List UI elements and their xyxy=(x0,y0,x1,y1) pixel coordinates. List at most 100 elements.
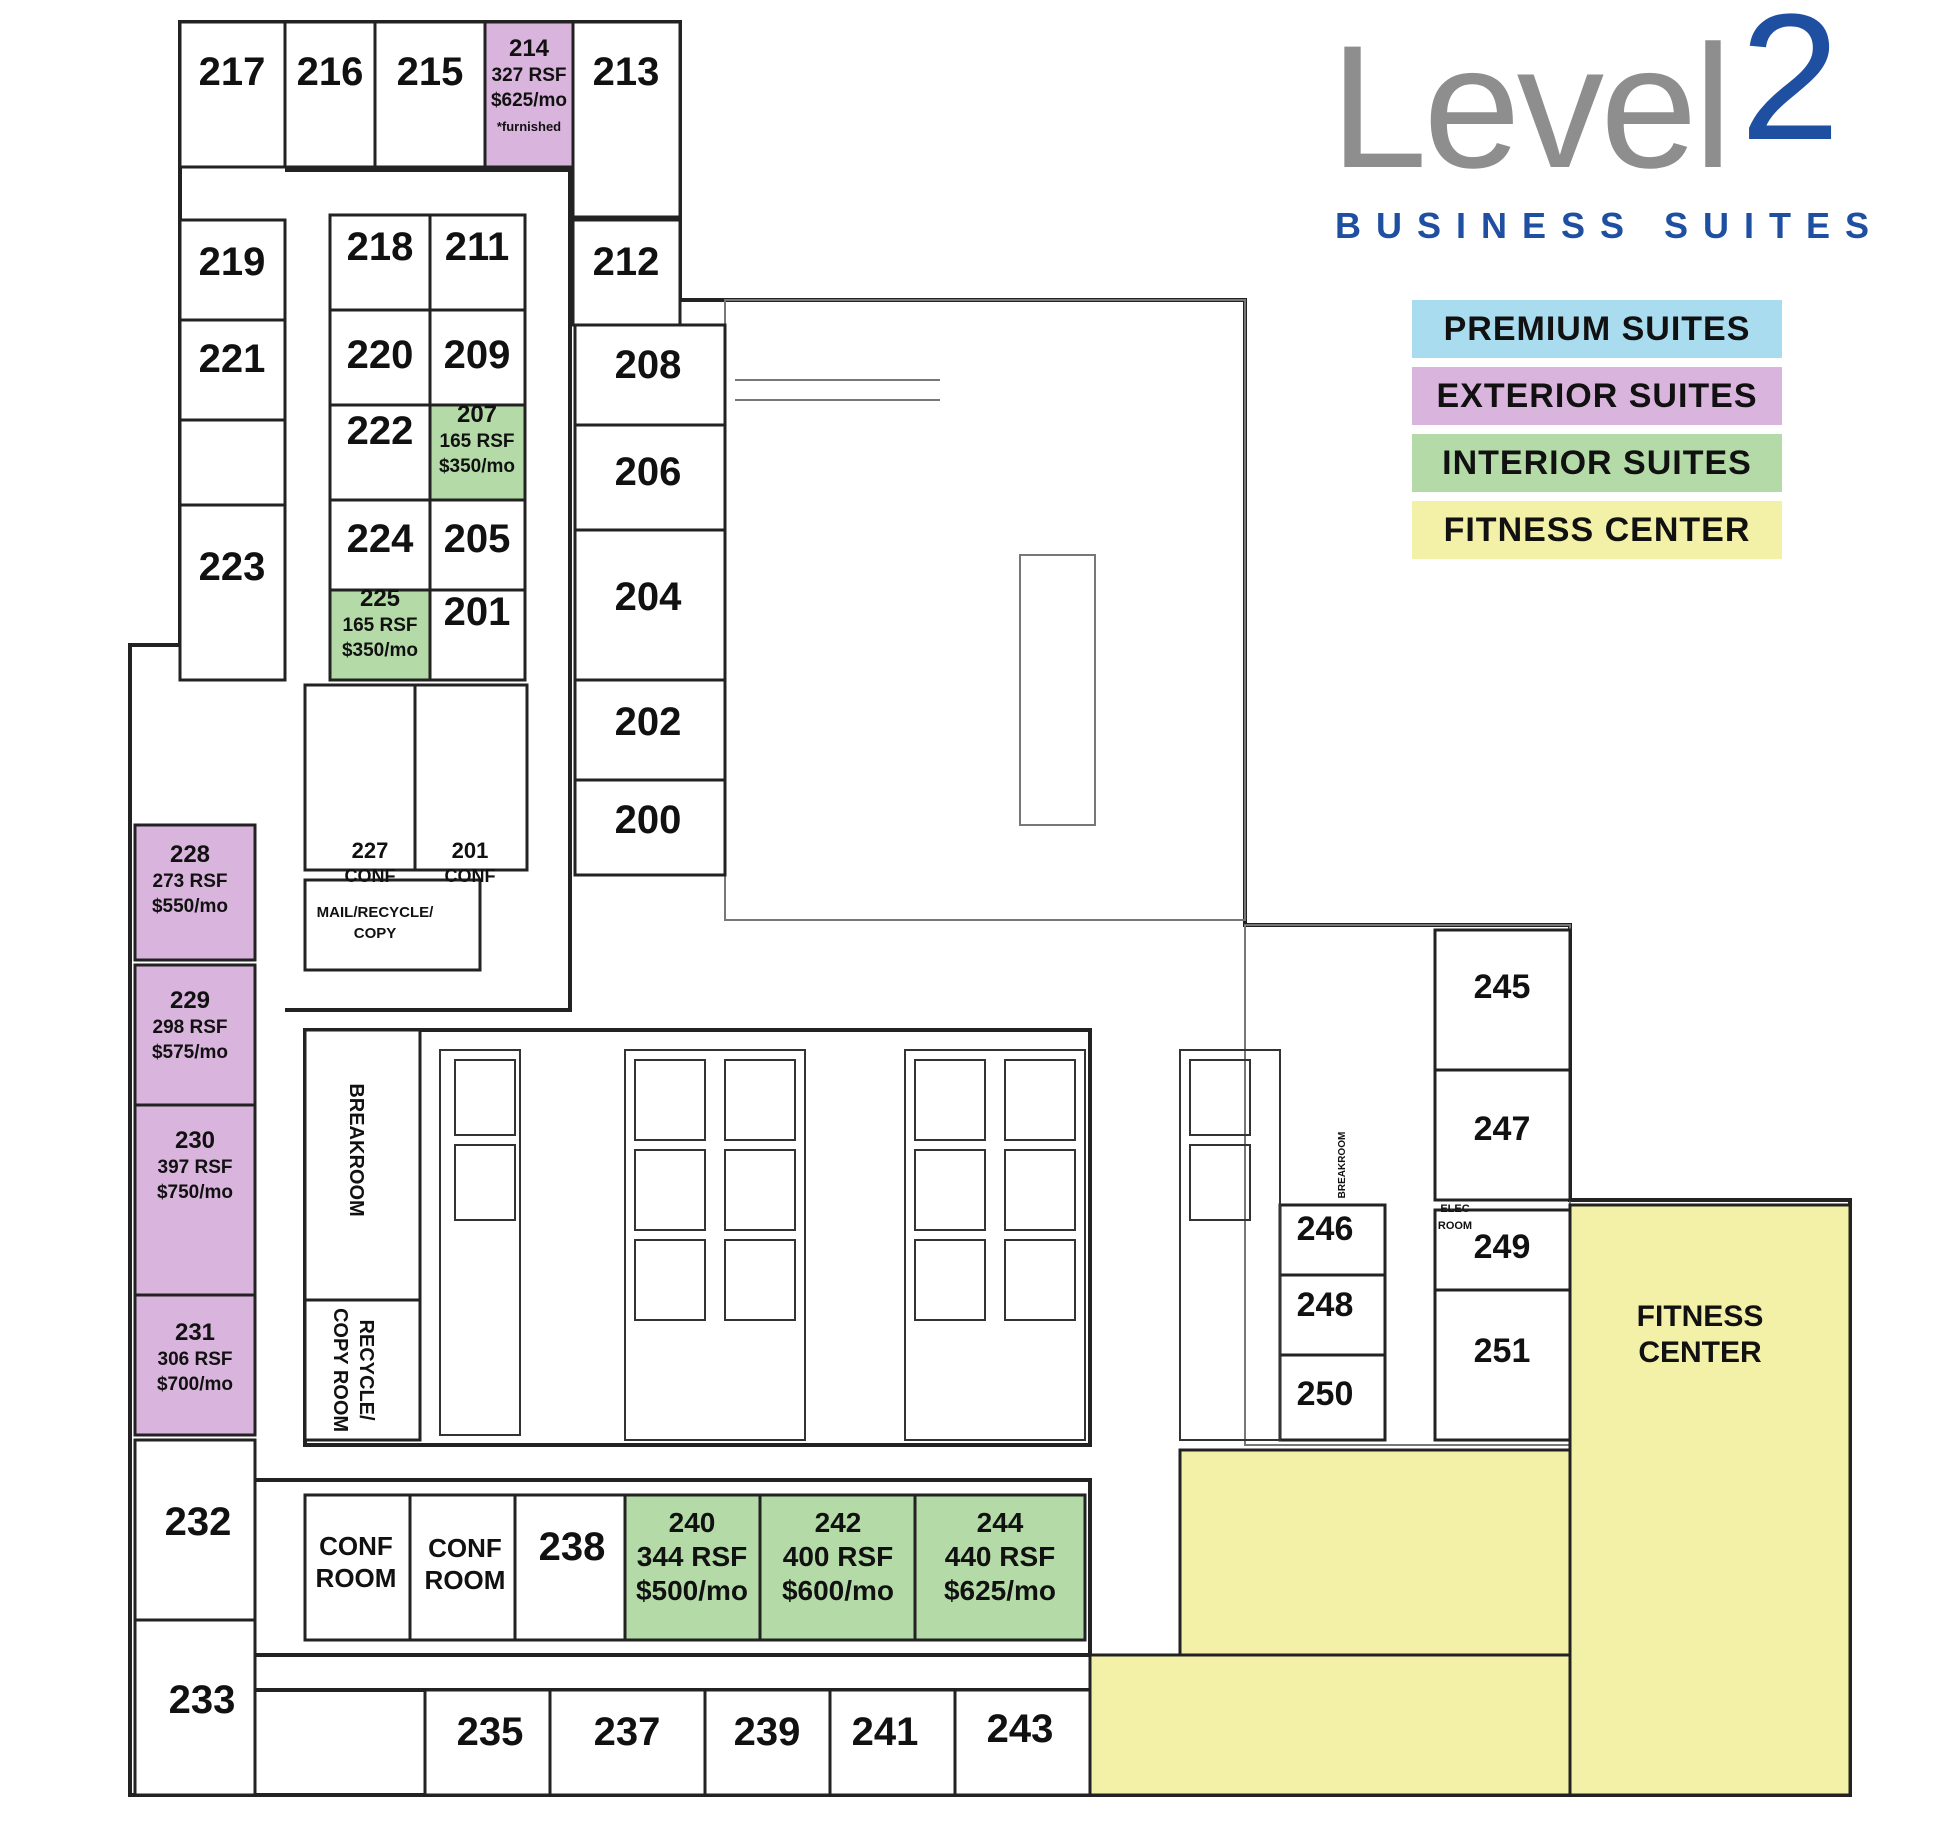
legend-fitness-center: FITNESS CENTER xyxy=(1412,501,1782,559)
room-201a-shape xyxy=(428,588,527,682)
room-235: 235 xyxy=(457,1710,524,1754)
logo-level-text: Level xyxy=(1330,10,1732,205)
room-220: 220 xyxy=(347,333,414,377)
room-228-shape xyxy=(133,823,257,962)
room-202: 202 xyxy=(615,700,682,744)
room-label: 222 xyxy=(347,409,414,453)
room-detail: 344 RSF xyxy=(637,1541,748,1572)
room-249-shape xyxy=(1433,1208,1572,1292)
room-250-shape xyxy=(1278,1353,1387,1442)
room-label: 233 xyxy=(169,1678,236,1722)
room-detail: $600/mo xyxy=(782,1575,894,1606)
room-label: 206 xyxy=(615,450,682,494)
room-227-shape xyxy=(303,683,417,872)
room-label: 202 xyxy=(615,700,682,744)
room-231-shape xyxy=(133,1293,257,1437)
room-245: 245 xyxy=(1474,968,1531,1006)
room-237-shape xyxy=(548,1688,707,1797)
room-237: 237 xyxy=(594,1710,661,1754)
room-label: 219 xyxy=(199,240,266,284)
room-label: 216 xyxy=(297,50,364,94)
room-breakroom: BREAKROOM xyxy=(345,1083,367,1216)
room-label: 227 xyxy=(352,838,389,863)
room-label: 244 xyxy=(977,1507,1024,1538)
room-detail: $575/mo xyxy=(152,1042,228,1063)
room-200: 200 xyxy=(615,798,682,842)
room-label: 231 xyxy=(175,1319,215,1346)
room-217: 217 xyxy=(199,50,266,94)
room-detail: 397 RSF xyxy=(158,1157,233,1178)
room-recycle: RECYCLE/COPY ROOM xyxy=(329,1308,377,1432)
room-212: 212 xyxy=(593,240,660,284)
room-label: 238 xyxy=(539,1525,606,1569)
legend-label: EXTERIOR SUITES xyxy=(1436,376,1758,415)
room-239-shape xyxy=(703,1688,832,1797)
room-label: 241 xyxy=(852,1710,919,1754)
room-label: 204 xyxy=(615,575,682,619)
room-detail: *furnished xyxy=(497,119,561,134)
room-recycle-shape xyxy=(303,1298,422,1442)
room-241: 241 xyxy=(852,1710,919,1754)
room-label: BREAKROOM xyxy=(1337,1132,1348,1199)
room-detail: $350/mo xyxy=(342,640,418,661)
room-label: 243 xyxy=(987,1707,1054,1751)
room-detail: 298 RSF xyxy=(153,1017,228,1038)
room-200-shape xyxy=(573,778,727,877)
room-label: 213 xyxy=(593,50,660,94)
room-detail: $750/mo xyxy=(157,1182,233,1203)
logo-level-number: 2 xyxy=(1740,0,1841,178)
room-label: 221 xyxy=(199,337,266,381)
room-detail: $625/mo xyxy=(944,1575,1056,1606)
room-conf2-shape xyxy=(408,1493,517,1642)
room-223-shape xyxy=(178,503,287,682)
room-216: 216 xyxy=(297,50,364,94)
room-248: 248 xyxy=(1297,1286,1354,1324)
room-224: 224 xyxy=(347,517,414,561)
room-216-shape xyxy=(283,20,377,169)
room-250: 250 xyxy=(1297,1375,1354,1413)
room-label: 201 xyxy=(444,590,511,634)
room-246: 246 xyxy=(1297,1210,1354,1248)
room-label: 218 xyxy=(347,225,414,269)
room-label: 235 xyxy=(457,1710,524,1754)
room-detail: $350/mo xyxy=(439,456,515,477)
room-label: 225 xyxy=(360,585,400,612)
room-242-shape xyxy=(758,1493,917,1642)
room-detail: CONF xyxy=(345,866,396,886)
room-detail: $500/mo xyxy=(636,1575,748,1606)
room-249: 249 xyxy=(1474,1228,1531,1266)
room-label: 217 xyxy=(199,50,266,94)
room-247-shape xyxy=(1433,1068,1572,1202)
room-213-shape xyxy=(571,20,682,219)
room-label: 223 xyxy=(199,545,266,589)
room-201b-shape xyxy=(413,683,529,872)
room-223: 223 xyxy=(199,545,266,589)
room-224-shape xyxy=(328,498,432,592)
fitness-lockers-shape xyxy=(1178,1448,1572,1657)
room-230-shape xyxy=(133,1103,257,1297)
room-detail: 440 RSF xyxy=(945,1541,1056,1572)
room-251-shape xyxy=(1433,1288,1572,1442)
room-238: 238 xyxy=(539,1525,606,1569)
room-209: 209 xyxy=(444,333,511,377)
room-label: 224 xyxy=(347,517,414,561)
room-243: 243 xyxy=(987,1707,1054,1751)
room-211: 211 xyxy=(445,225,510,269)
room-detail: $550/mo xyxy=(152,896,228,917)
legend-label: INTERIOR SUITES xyxy=(1442,443,1752,482)
room-243-shape xyxy=(953,1688,1092,1797)
room-label: 248 xyxy=(1297,1286,1354,1324)
room-mail: MAIL/RECYCLE/COPY xyxy=(317,904,435,942)
room-detail: 306 RSF xyxy=(158,1349,233,1370)
room-label: 250 xyxy=(1297,1375,1354,1413)
room-label: 232 xyxy=(165,1500,232,1544)
